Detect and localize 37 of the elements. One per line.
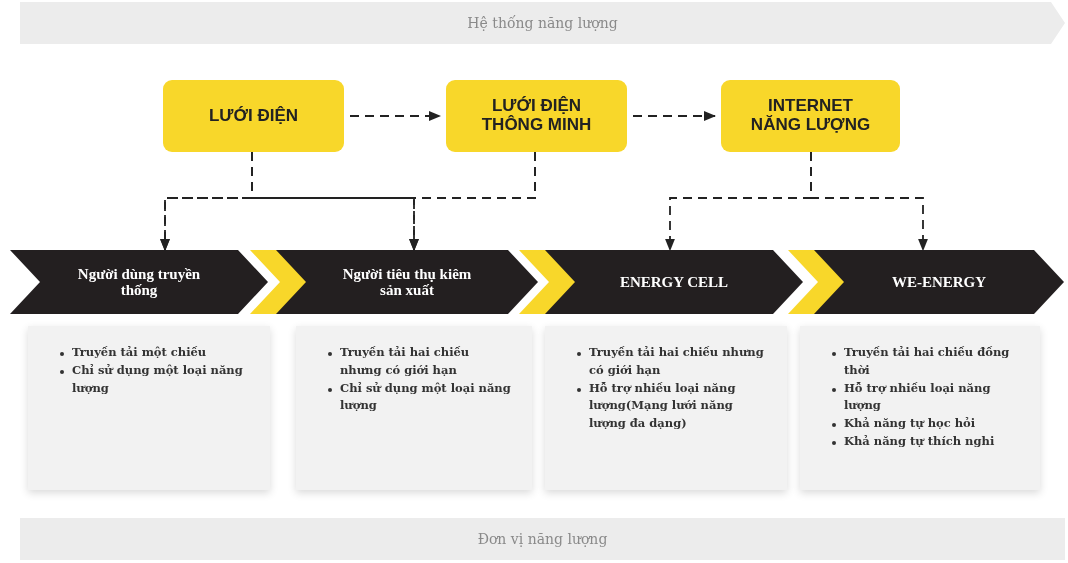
stage-box bbox=[721, 80, 900, 152]
bullet-item: Hỗ trợ nhiều loại năng lượng(Mạng lưới năng lượng đa dạng) bbox=[575, 379, 767, 434]
bullet-item: Chỉ sử dụng một loại năng lượng bbox=[326, 379, 512, 416]
stage-label: LƯỚI ĐIỆN THÔNG MINH bbox=[480, 97, 593, 135]
bullet-item: Truyền tải hai chiều nhưng có giới hạn bbox=[326, 344, 512, 380]
stage-label: LƯỚI ĐIỆN bbox=[208, 106, 299, 126]
band-label: Hệ thống năng lượng bbox=[467, 15, 618, 31]
stage-label: INTERNET NĂNG LƯỢNG bbox=[749, 97, 872, 135]
bullet-item: Truyền tải hai chiều đồng thời bbox=[830, 344, 1020, 380]
chevron-label: WE-ENERGY bbox=[890, 273, 988, 291]
bullet-item: Hỗ trợ nhiều loại năng lượng bbox=[830, 379, 1020, 416]
chevron-arrow bbox=[250, 250, 308, 314]
stage-banner bbox=[814, 250, 1064, 314]
chevron-label: ENERGY CELL bbox=[618, 273, 730, 291]
dashed-arrow bbox=[810, 151, 929, 252]
description-card bbox=[800, 326, 1040, 490]
bullet-item: Truyền tải một chiều bbox=[58, 344, 207, 362]
description-card bbox=[28, 326, 270, 490]
stage-banner bbox=[545, 250, 803, 314]
chevron-label: Người dùng truyền thống bbox=[76, 265, 202, 299]
bullet-item: Khả năng tự thích nghi bbox=[830, 433, 995, 451]
chevron-arrow bbox=[519, 250, 577, 314]
stage-box bbox=[163, 80, 344, 152]
stage-banner bbox=[276, 250, 538, 314]
bullet-item: Khả năng tự học hỏi bbox=[830, 415, 976, 434]
description-card bbox=[296, 326, 532, 490]
stage-box bbox=[446, 80, 627, 152]
bullet-item: Chỉ sử dụng một loại năng lượng bbox=[58, 361, 250, 398]
chevron-arrow bbox=[788, 250, 846, 314]
chevron-label: Người tiêu thụ kiêm sản xuất bbox=[341, 265, 473, 299]
band-label: Đơn vị năng lượng bbox=[477, 531, 608, 547]
dashed-arrow bbox=[349, 110, 442, 122]
description-card bbox=[545, 326, 787, 490]
dashed-arrow bbox=[632, 110, 717, 122]
dashed-arrow bbox=[408, 151, 536, 252]
bullet-item: Truyền tải hai chiều nhưng có giới hạn bbox=[575, 344, 767, 380]
stage-banner bbox=[10, 250, 268, 314]
